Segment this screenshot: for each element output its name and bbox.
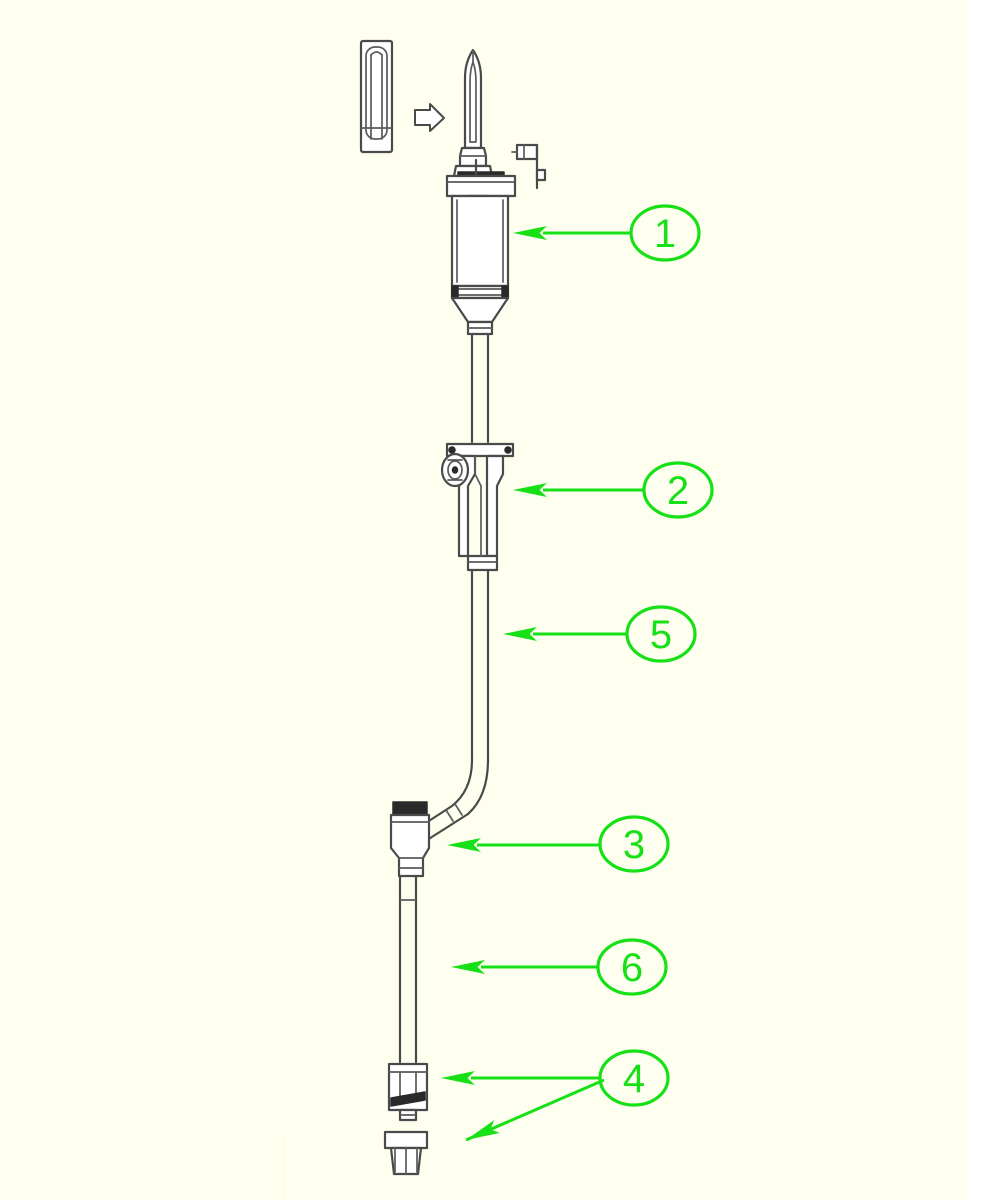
callout-5-bubble[interactable]: [625, 605, 697, 663]
callout-5[interactable]: 5: [503, 605, 697, 663]
callout-3-number: 3: [623, 823, 645, 867]
callout-5-number: 5: [650, 613, 672, 657]
callout-2-arrowhead: [513, 483, 547, 497]
part-air-vent-hanger: [511, 143, 547, 190]
callout-6-arrowhead: [451, 960, 485, 974]
part-y-injection-port: [389, 801, 431, 878]
part-drip-chamber: [450, 194, 510, 336]
part-protective-sleeve: [359, 39, 394, 154]
part-roller-clamp: [440, 442, 515, 572]
callout-1-number: 1: [654, 212, 676, 256]
callout-1-arrowhead: [513, 226, 547, 240]
callout-layer: 1 2 5 3 6 4: [441, 204, 714, 1146]
edge-tint-left: [282, 1136, 285, 1200]
callout-4[interactable]: 4: [441, 1049, 670, 1146]
callout-4-number: 4: [623, 1057, 645, 1101]
callout-6[interactable]: 6: [451, 938, 668, 996]
edge-tint-right: [968, 0, 1000, 1200]
part-luer-lock-connector: [387, 1062, 429, 1122]
callout-3-arrowhead: [447, 838, 481, 852]
callout-2[interactable]: 2: [513, 461, 714, 519]
callout-3-bubble[interactable]: [598, 815, 670, 873]
callout-6-number: 6: [621, 946, 643, 990]
callout-6-bubble[interactable]: [596, 938, 668, 996]
part-piercing-spike: [463, 48, 483, 150]
assembly-direction-arrow-icon: [414, 103, 445, 132]
callout-4-bubble[interactable]: [598, 1049, 670, 1107]
part-lower-infusion-tube: [398, 874, 418, 1064]
callout-2-number: 2: [667, 469, 689, 513]
callout-5-arrowhead: [503, 627, 537, 641]
callout-4-arrowhead-2: [466, 1120, 500, 1140]
part-protective-cap: [383, 1130, 429, 1176]
callout-3[interactable]: 3: [447, 815, 670, 873]
part-upper-infusion-tube: [470, 332, 490, 762]
callout-1-bubble[interactable]: [629, 204, 701, 262]
callout-1[interactable]: 1: [513, 204, 701, 262]
callout-4-arrowhead: [441, 1071, 475, 1085]
part-tube-bend: [416, 758, 490, 844]
callout-2-bubble[interactable]: [642, 461, 714, 519]
